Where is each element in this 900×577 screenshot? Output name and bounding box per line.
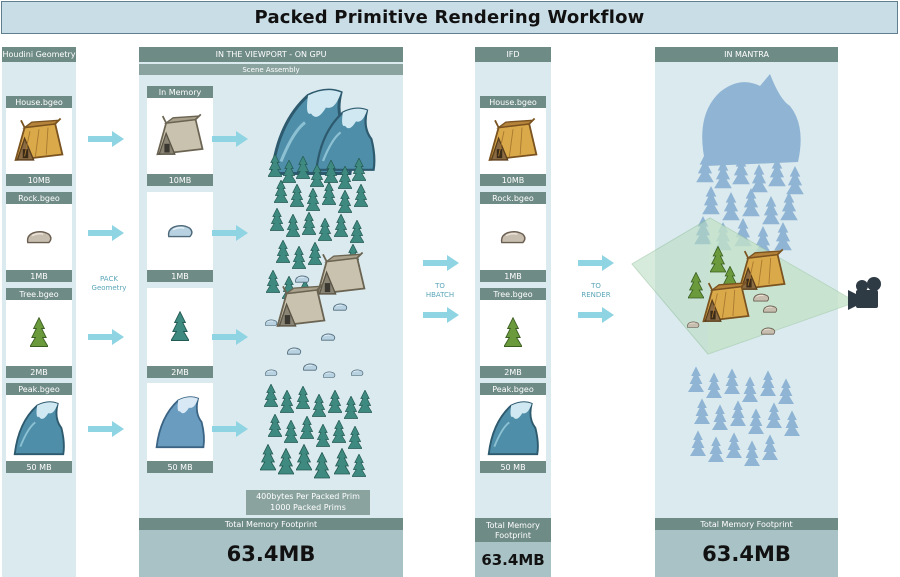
column-header: IFD — [475, 47, 551, 62]
footprint-label-viewport: Total Memory Footprint — [139, 518, 403, 530]
asset-size: 50 MB — [6, 461, 72, 473]
asset-name: Rock.bgeo — [6, 192, 72, 204]
asset-name: Tree.bgeo — [6, 288, 72, 300]
asset-card-rock: Rock.bgeo 1MB — [6, 192, 72, 282]
mantra-render-illustration — [631, 74, 881, 466]
scene-assembly-subheader: Scene Assembly — [139, 64, 403, 75]
arrow-right-icon — [88, 225, 124, 241]
footprint-value-mantra: 63.4MB — [655, 530, 838, 577]
arrow-right-icon — [578, 255, 614, 271]
asset-name: Rock.bgeo — [480, 192, 546, 204]
arrow-right-icon — [212, 421, 248, 437]
tree-icon — [30, 317, 48, 349]
footprint-value-viewport: 63.4MB — [139, 530, 403, 577]
memory-card-rock: 1MB — [147, 192, 213, 282]
asset-size: 2MB — [6, 366, 72, 378]
asset-size: 1MB — [480, 270, 546, 282]
arrow-right-icon — [212, 329, 248, 345]
page-title: Packed Primitive Rendering Workflow — [254, 7, 645, 28]
arrow-right-icon — [88, 329, 124, 345]
packed-prim-size: 400bytes Per Packed Prim — [256, 492, 360, 501]
asset-size: 50 MB — [480, 461, 546, 473]
house-icon — [12, 116, 66, 166]
rock-icon — [499, 228, 527, 246]
packed-prim-info: 400bytes Per Packed Prim 1000 Packed Pri… — [246, 490, 370, 515]
asset-size: 10MB — [6, 174, 72, 186]
in-memory-header: In Memory — [147, 86, 213, 98]
tree-icon — [171, 311, 189, 343]
arrow-right-icon — [88, 131, 124, 147]
pack-geometry-label: PACK Geometry — [91, 275, 127, 292]
asset-name: House.bgeo — [6, 96, 72, 108]
arrow-right-icon — [212, 225, 248, 241]
memory-card-house: In Memory 10MB — [147, 86, 213, 186]
house-icon — [486, 116, 540, 166]
asset-card-house: House.bgeo 10MB — [6, 96, 72, 186]
asset-size: 2MB — [147, 366, 213, 378]
to-hbatch-label: TO HBATCH — [425, 282, 455, 299]
memory-card-tree: 2MB — [147, 288, 213, 378]
asset-name: Peak.bgeo — [480, 383, 546, 395]
arrow-right-icon — [88, 421, 124, 437]
asset-card-tree: Tree.bgeo 2MB — [6, 288, 72, 378]
peak-icon — [485, 399, 541, 457]
camera-icon — [848, 277, 881, 310]
asset-size: 50 MB — [147, 461, 213, 473]
column-header: Houdini Geometry — [2, 47, 76, 62]
to-render-label: TO RENDER — [581, 282, 611, 299]
rock-icon — [166, 222, 194, 240]
asset-size: 10MB — [147, 174, 213, 186]
ifd-card-peak: Peak.bgeo 50 MB — [480, 383, 546, 473]
ifd-card-rock: Rock.bgeo 1MB — [480, 192, 546, 282]
footprint-value-ifd: 63.4MB — [475, 542, 551, 577]
memory-card-peak: 50 MB — [147, 383, 213, 473]
asset-size: 2MB — [480, 366, 546, 378]
arrow-right-icon — [578, 307, 614, 323]
arrow-right-icon — [423, 255, 459, 271]
ifd-card-tree: Tree.bgeo 2MB — [480, 288, 546, 378]
asset-size: 1MB — [147, 270, 213, 282]
house-icon — [154, 112, 206, 160]
scene-assembly-illustration — [260, 88, 376, 479]
peak-icon — [153, 393, 207, 451]
rock-icon — [25, 228, 53, 246]
asset-card-peak: Peak.bgeo 50 MB — [6, 383, 72, 473]
peak-icon — [11, 399, 67, 457]
asset-name: House.bgeo — [480, 96, 546, 108]
packed-prim-count: 1000 Packed Prims — [270, 503, 346, 512]
ifd-card-house: House.bgeo 10MB — [480, 96, 546, 186]
arrow-right-icon — [423, 307, 459, 323]
column-header: IN MANTRA — [655, 47, 838, 62]
asset-size: 10MB — [480, 174, 546, 186]
asset-name: Peak.bgeo — [6, 383, 72, 395]
asset-size: 1MB — [6, 270, 72, 282]
asset-name: Tree.bgeo — [480, 288, 546, 300]
title-bar: Packed Primitive Rendering Workflow — [1, 1, 898, 34]
column-header: IN THE VIEWPORT - ON GPU — [139, 47, 403, 62]
footprint-label-mantra: Total Memory Footprint — [655, 518, 838, 530]
footprint-label-ifd: Total Memory Footprint — [475, 518, 551, 542]
arrow-right-icon — [212, 131, 248, 147]
tree-icon — [504, 317, 522, 349]
